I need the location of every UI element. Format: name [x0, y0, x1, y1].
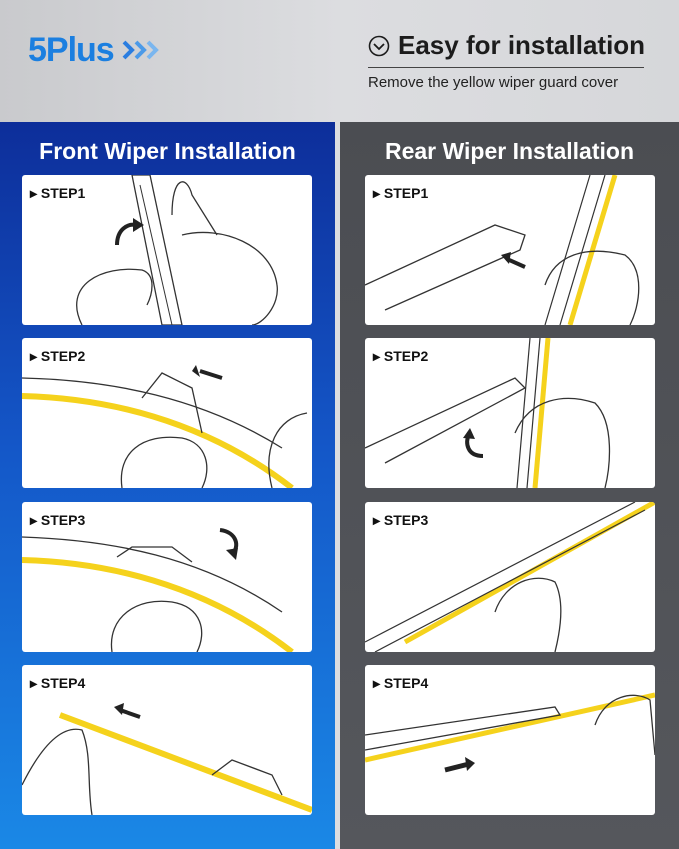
front-step-3-label: ▸ STEP3: [30, 512, 86, 528]
front-step-4-label: ▸ STEP4: [30, 675, 86, 691]
tagline-divider: [368, 67, 644, 68]
tagline-title: Easy for installation: [368, 30, 658, 61]
front-step-1-label: ▸ STEP1: [30, 185, 86, 201]
brand-logo: 5Plus: [28, 30, 162, 70]
arrow-icon: [465, 757, 475, 771]
rear-step-1-label: ▸ STEP1: [373, 185, 429, 201]
rear-step-3-label: ▸ STEP3: [373, 512, 429, 528]
arrow-icon: [114, 703, 124, 715]
arrow-icon: [463, 428, 475, 439]
arrow-icon: [133, 218, 144, 232]
front-step-2-card: ▸ STEP2: [22, 338, 312, 488]
front-installation-panel: Front Wiper Installation ▸ STEP1 ▸ STEP2: [0, 122, 335, 849]
rear-step-4-label: ▸ STEP4: [373, 675, 429, 691]
front-step-1-card: ▸ STEP1: [22, 175, 312, 325]
front-step-3-card: ▸ STEP3: [22, 502, 312, 652]
rear-panel-title: Rear Wiper Installation: [384, 138, 634, 164]
rear-step-2-label: ▸ STEP2: [373, 348, 429, 364]
chevrons-right-icon: [122, 39, 162, 61]
rear-step-1-card: ▸ STEP1: [365, 175, 655, 325]
arrow-icon: [501, 252, 511, 264]
tagline: Easy for installation Remove the yellow …: [368, 30, 658, 91]
front-panel-title: Front Wiper Installation: [39, 138, 296, 164]
check-circle-icon: [368, 35, 390, 56]
front-step-4-card: ▸ STEP4: [22, 665, 312, 815]
arrow-icon: [226, 548, 238, 560]
front-step-2-label: ▸ STEP2: [30, 348, 86, 364]
front-step-1-illustration: [76, 175, 278, 325]
rear-step-3-card: ▸ STEP3: [365, 502, 655, 652]
arrow-icon: [192, 365, 200, 377]
header: 5Plus Easy for installation Remove the y…: [0, 0, 679, 122]
rear-installation-panel: Rear Wiper Installation ▸ STEP1 ▸ STEP2: [340, 122, 679, 849]
tagline-title-text: Easy for installation: [398, 30, 646, 60]
brand-name: 5Plus: [28, 30, 115, 69]
tagline-subtitle: Remove the yellow wiper guard cover: [368, 74, 619, 91]
rear-step-2-card: ▸ STEP2: [365, 338, 655, 488]
rear-step-4-card: ▸ STEP4: [365, 665, 655, 815]
